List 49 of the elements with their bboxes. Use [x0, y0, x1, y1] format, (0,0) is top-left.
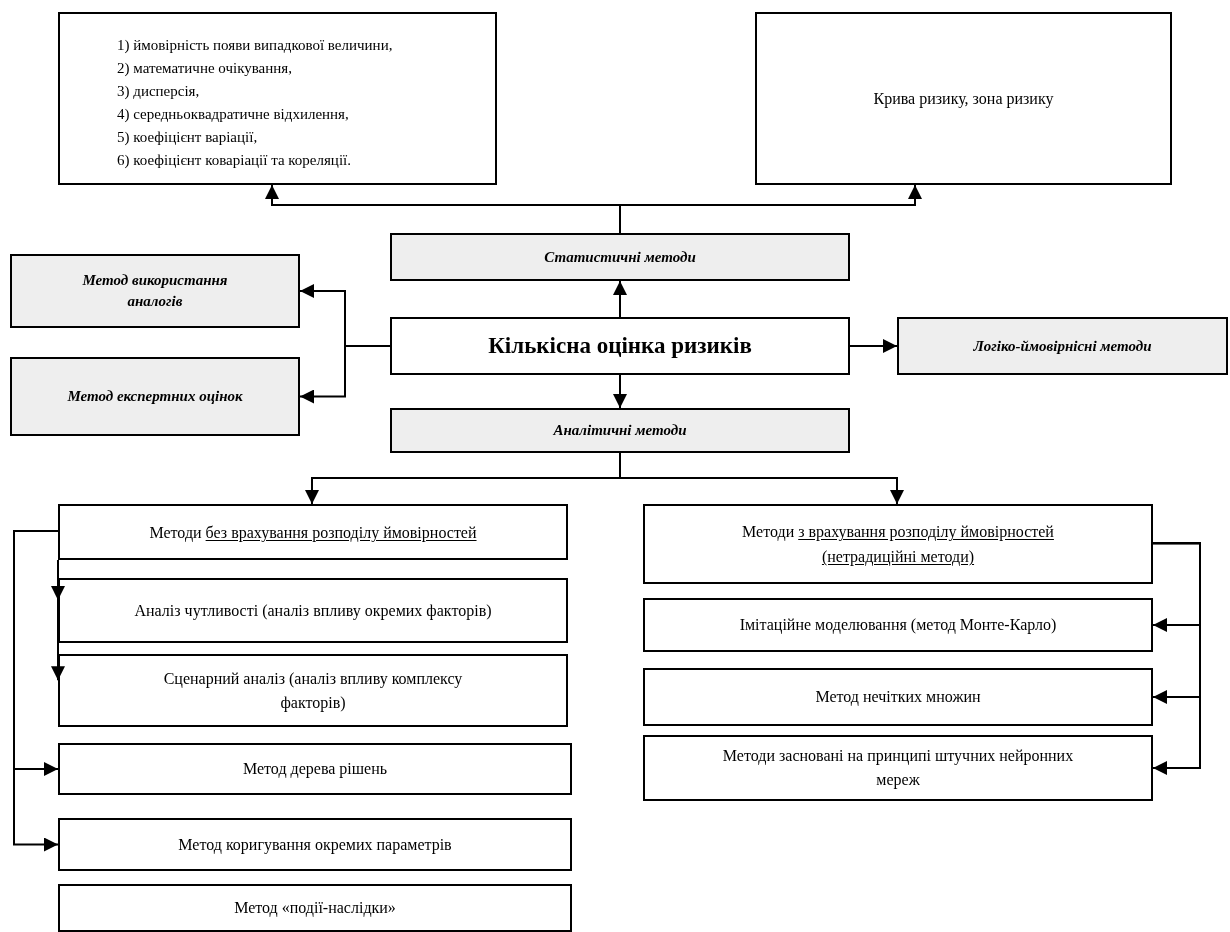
- arrow: [619, 184, 922, 234]
- process-box: [10, 254, 300, 328]
- process-box: [643, 668, 1153, 726]
- list-item: 2) математичне очікування,: [117, 59, 292, 78]
- arrow: [613, 374, 627, 409]
- box-label: Аналітичні методи: [553, 421, 687, 440]
- arrow: [849, 339, 898, 353]
- box-label: Метод дерева рішень: [242, 759, 388, 780]
- process-box: [58, 578, 568, 643]
- process-box: [58, 12, 497, 185]
- process-box: [58, 654, 568, 727]
- process-box: [390, 408, 850, 453]
- box-label: Кількісна оцінка ризиків: [488, 331, 752, 360]
- box-label: Метод нечітких множин: [815, 687, 981, 708]
- box-label: Логіко-ймовірнісні методи: [973, 336, 1152, 356]
- list-item: 3) дисперсія,: [117, 82, 200, 101]
- box-label: Статистичні методи: [544, 247, 696, 267]
- process-box: [58, 884, 572, 932]
- process-box: [10, 357, 300, 436]
- arrow: [13, 529, 59, 852]
- box-label: Метод використання аналогів: [81, 271, 229, 311]
- box-label: Методи без врахування розподілу ймовірностей: [149, 522, 477, 544]
- box-label: Крива ризику, зона ризику: [873, 88, 1054, 110]
- arrow: [1152, 542, 1201, 775]
- process-box: [643, 504, 1153, 584]
- list-item: 6) коефіцієнт коваріації та кореляції.: [117, 151, 351, 170]
- box-label: Сценарний аналіз (аналіз впливу комплексу факторів): [162, 668, 464, 714]
- list-item: 4) середньоквадратичне відхилення,: [117, 105, 349, 124]
- list-item: 1) ймовірність появи випадкової величини,: [117, 36, 393, 55]
- process-box: [897, 317, 1228, 375]
- process-box: [390, 233, 850, 281]
- list-item: 5) коефіцієнт варіації,: [117, 128, 258, 147]
- process-box: [643, 735, 1153, 801]
- process-box: [58, 818, 572, 871]
- box-label: Метод «події-наслідки»: [234, 898, 396, 919]
- box-label: Методи з врахування розподілу ймовірностей (нетрадиційні методи): [741, 522, 1055, 568]
- box-label: Імітаційне моделювання (метод Монте-Карло): [739, 615, 1057, 636]
- process-box: [390, 317, 850, 375]
- process-box: [58, 504, 568, 560]
- box-label: Методи засновані на принципі штучних нейронних мереж: [721, 746, 1075, 791]
- process-box: [643, 598, 1153, 652]
- box-label: Метод експертних оцінок: [67, 387, 243, 406]
- process-box: [58, 743, 572, 795]
- box-label: Аналіз чутливості (аналіз впливу окремих факторів): [134, 600, 492, 622]
- arrow: [619, 452, 904, 505]
- arrow: [613, 280, 627, 318]
- box-label: Метод коригування окремих параметрів: [178, 834, 452, 856]
- arrow: [299, 345, 391, 404]
- process-box: [755, 12, 1172, 185]
